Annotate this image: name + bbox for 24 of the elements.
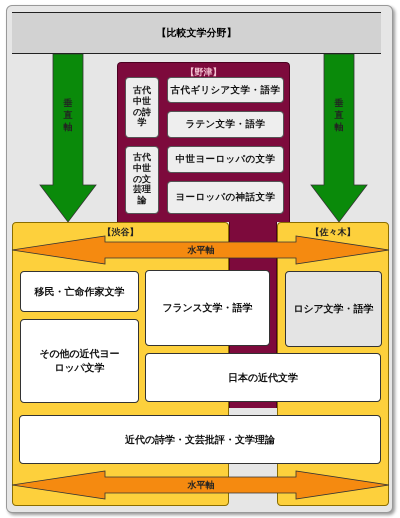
subject-box: 日本の近代文学 — [145, 353, 381, 402]
header-band: 【比較文学分野】 — [12, 12, 381, 54]
edge-label: 水平軸 — [186, 479, 216, 492]
group-heading: 【野津】 — [184, 66, 222, 79]
category-box: 古代中世の文芸理論 — [125, 146, 159, 214]
block-arrow — [12, 470, 390, 500]
block-arrow — [12, 236, 390, 264]
edge-label: 水平軸 — [186, 244, 216, 257]
category-box: 古代中世の詩学 — [125, 77, 159, 138]
subject-box: 近代の詩学・文芸批評・文学理論 — [19, 415, 381, 464]
edge-label: 垂直軸 — [62, 98, 74, 134]
subject-box: 中世ヨーロッパの文学 — [167, 146, 284, 173]
subject-box: フランス文学・語学 — [145, 270, 270, 346]
group-heading: 【渋谷】 — [102, 226, 140, 239]
subject-box: ロシア文学・語学 — [285, 271, 382, 347]
subject-box: その他の近代ヨーロッパ文学 — [20, 319, 139, 403]
edge-label: 垂直軸 — [334, 98, 344, 134]
subject-box: 古代ギリシア文学・語学 — [167, 77, 284, 103]
block-arrow — [310, 54, 368, 223]
subject-box: ラテン文学・語学 — [167, 111, 284, 138]
subject-box: 移民・亡命作家文学 — [20, 271, 139, 312]
subject-box: ヨーロッパの神話文学 — [167, 181, 284, 214]
block-arrow — [39, 54, 97, 223]
group-heading: 【佐々木】 — [310, 226, 356, 239]
